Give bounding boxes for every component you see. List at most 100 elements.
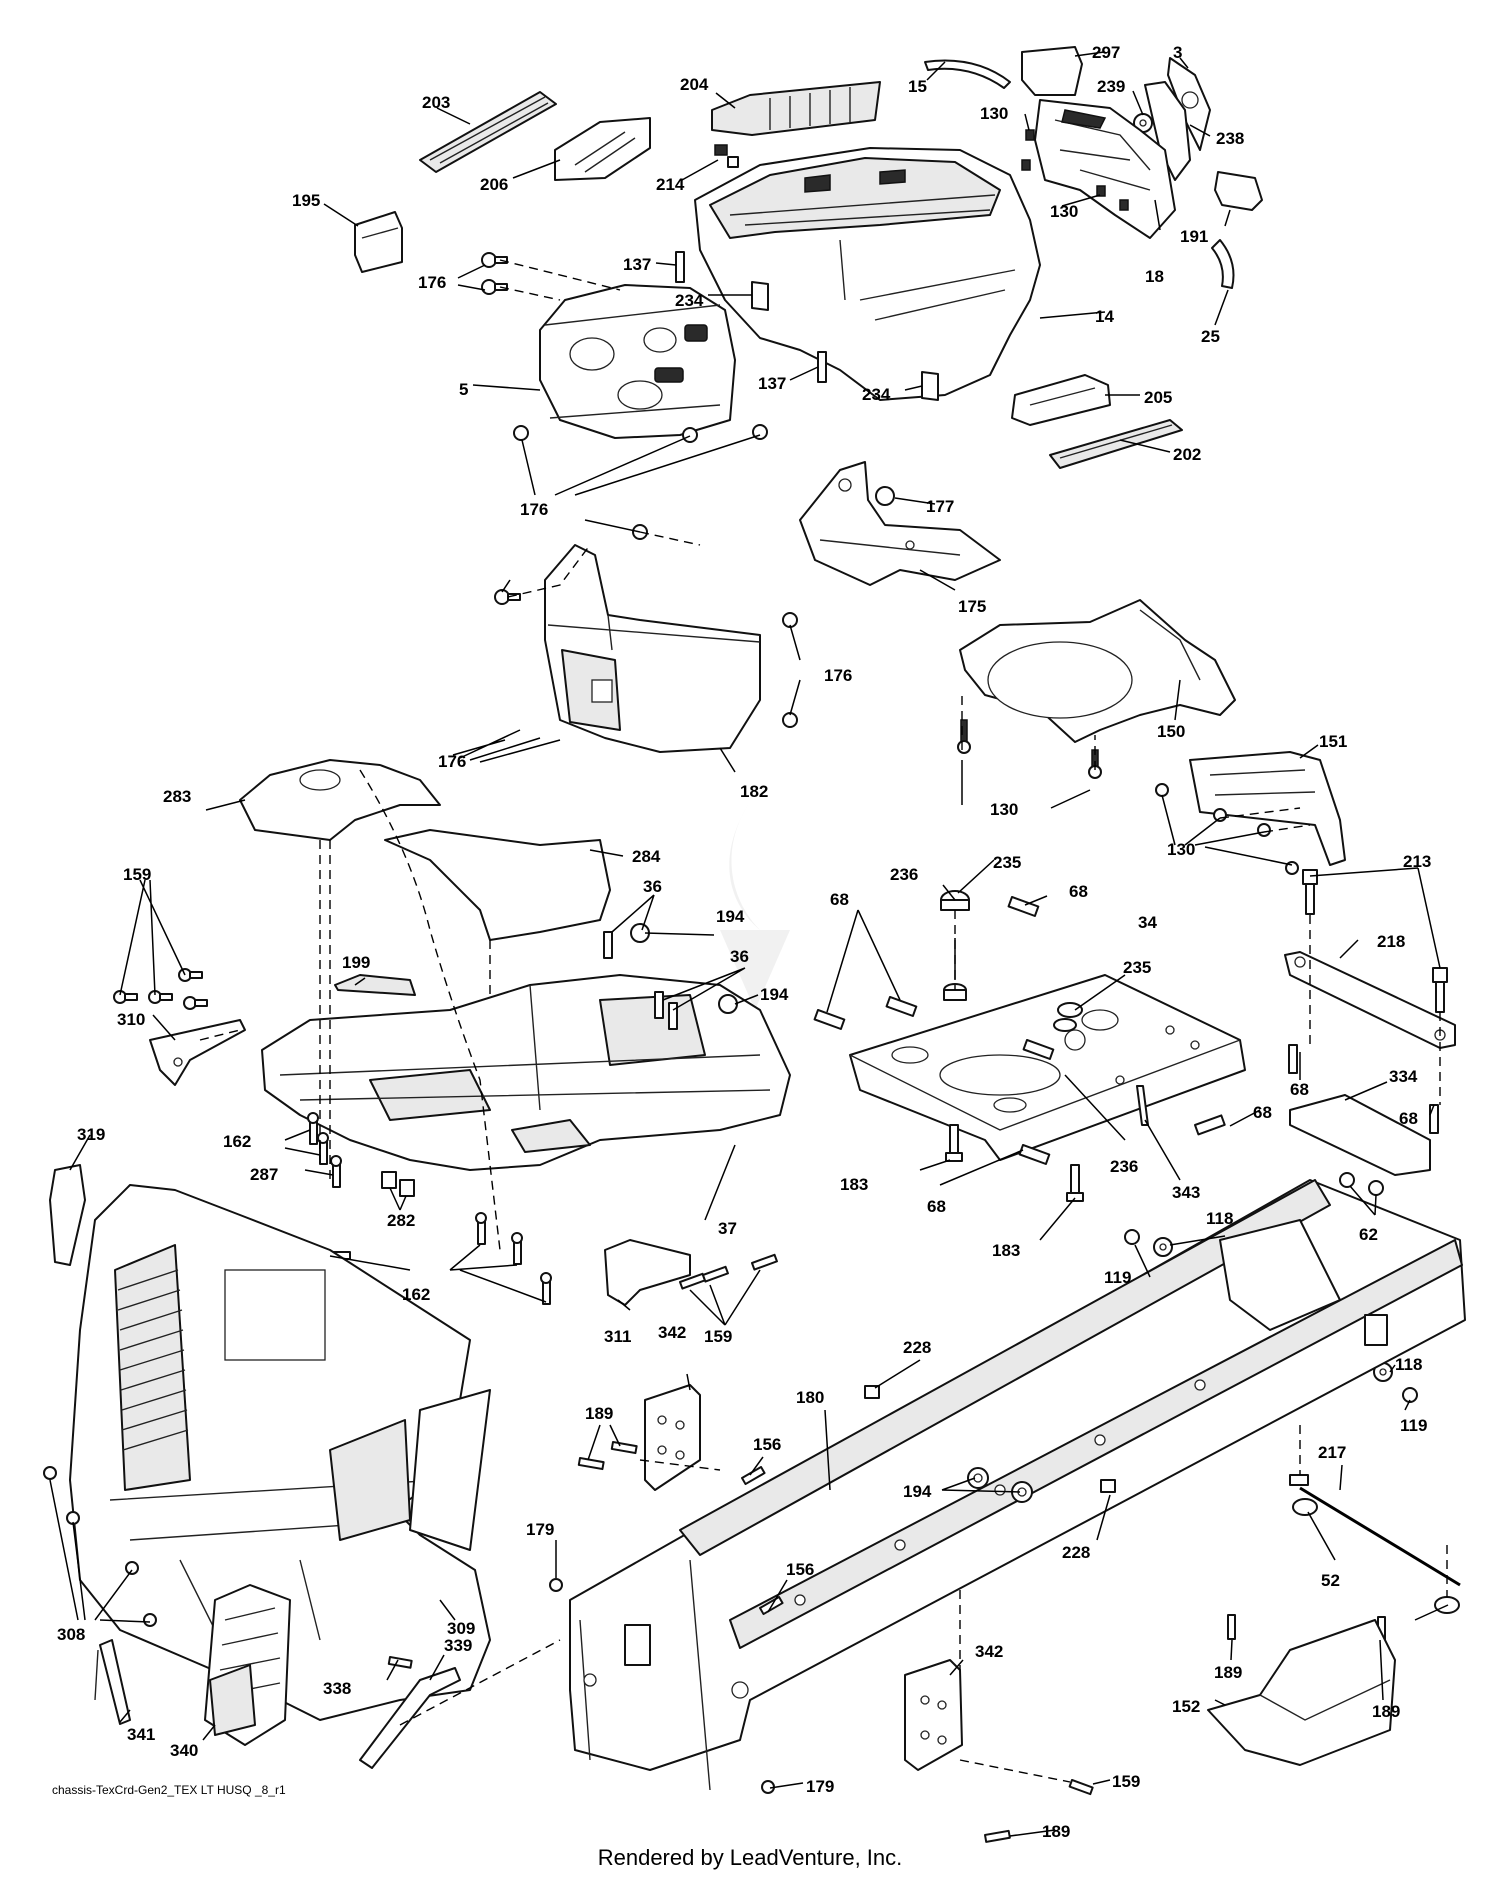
part-284-seat	[384, 829, 611, 941]
part-119-nuts	[1124, 1229, 1418, 1403]
part-297-cap	[1021, 46, 1083, 96]
callout-334: 334	[1389, 1067, 1418, 1086]
part-217-rod	[1289, 1474, 1461, 1587]
callout-68: 68	[1253, 1103, 1272, 1122]
callout-137: 137	[758, 374, 786, 393]
part-5-dash-panel	[539, 284, 736, 439]
callout-15: 15	[908, 77, 927, 96]
callout-282: 282	[387, 1211, 415, 1230]
callout-52: 52	[1321, 1571, 1340, 1590]
callout-162: 162	[402, 1285, 430, 1304]
part-342-plate-a	[644, 1384, 701, 1491]
part-195-cover	[354, 211, 403, 273]
callout-130: 130	[1050, 202, 1078, 221]
callout-159: 159	[123, 865, 151, 884]
part-14-hood	[694, 147, 1041, 401]
callout-68: 68	[1399, 1109, 1418, 1128]
callout-34: 34	[1138, 913, 1157, 932]
callout-176: 176	[824, 666, 852, 685]
callout-176: 176	[418, 273, 446, 292]
callout-194: 194	[903, 1482, 932, 1501]
callout-labels: 203 204 15 297 3 239 130 238 206 214 195…	[57, 43, 1431, 1841]
callout-308: 308	[57, 1625, 85, 1644]
callout-180: 180	[796, 1388, 824, 1407]
callout-206: 206	[480, 175, 508, 194]
drawing-code: chassis-TexCrd-Gen2_TEX LT HUSQ _8_r1	[52, 1783, 286, 1797]
callout-151: 151	[1319, 732, 1347, 751]
part-342-plate-b	[904, 1659, 963, 1771]
part-319-bracket	[49, 1164, 86, 1266]
callout-342: 342	[975, 1642, 1003, 1661]
part-191-cap	[1214, 171, 1263, 211]
part-338-screw	[387, 1656, 413, 1669]
callout-37: 37	[718, 1219, 737, 1238]
callout-36: 36	[730, 947, 749, 966]
callout-189: 189	[1372, 1702, 1400, 1721]
callout-342: 342	[658, 1323, 686, 1342]
leader-lines	[49, 51, 1449, 1837]
callout-341: 341	[127, 1725, 155, 1744]
callout-68: 68	[1069, 882, 1088, 901]
callout-119: 119	[1104, 1268, 1131, 1287]
callout-14: 14	[1095, 307, 1114, 326]
part-308-screws	[43, 1466, 157, 1627]
callout-183: 183	[992, 1241, 1020, 1260]
part-204-vent-grille	[711, 81, 881, 136]
part-234-pad-b	[921, 371, 939, 401]
callout-176: 176	[520, 500, 548, 519]
part-202-grille-strip	[1049, 419, 1183, 469]
callout-176: 176	[438, 752, 466, 771]
part-194-nuts-frame	[967, 1467, 1033, 1503]
callout-235: 235	[1123, 958, 1151, 977]
callout-68: 68	[927, 1197, 946, 1216]
part-341-spring	[94, 1639, 131, 1725]
callout-338: 338	[323, 1679, 351, 1698]
callout-25: 25	[1201, 327, 1220, 346]
callout-228: 228	[1062, 1543, 1090, 1562]
callout-283: 283	[163, 787, 191, 806]
callout-189: 189	[1042, 1822, 1070, 1841]
callout-183: 183	[840, 1175, 868, 1194]
callout-182: 182	[740, 782, 768, 801]
part-159-screws-310	[113, 968, 208, 1010]
part-309-front-grille	[69, 1184, 491, 1721]
part-282-clips	[381, 1171, 415, 1197]
part-177-clip	[875, 486, 895, 506]
callout-228: 228	[903, 1338, 931, 1357]
part-182-console-tower	[544, 544, 761, 753]
callout-310: 310	[117, 1010, 145, 1029]
part-159-screw-bottom	[1068, 1779, 1094, 1796]
part-228-studs	[864, 1385, 1116, 1493]
callout-152: 152	[1172, 1697, 1200, 1716]
callout-156: 156	[786, 1560, 814, 1579]
part-311-bracket	[604, 1239, 691, 1306]
callout-297: 297	[1092, 43, 1120, 62]
callout-205: 205	[1144, 388, 1172, 407]
callout-235: 235	[993, 853, 1021, 872]
callout-118: 118	[1206, 1209, 1233, 1228]
callout-130: 130	[1167, 840, 1195, 859]
part-150-fender-well	[959, 599, 1236, 743]
callout-119: 119	[1400, 1416, 1427, 1435]
callout-175: 175	[958, 597, 986, 616]
callout-236: 236	[890, 865, 918, 884]
part-214-clip	[714, 144, 739, 168]
callout-234: 234	[675, 291, 704, 310]
callout-284: 284	[632, 847, 661, 866]
part-310-bracket	[149, 1019, 246, 1086]
part-62-screws	[1339, 1172, 1384, 1196]
part-34-deck-plate	[849, 974, 1246, 1161]
callout-177: 177	[926, 497, 954, 516]
part-203-grille-strip	[419, 91, 557, 173]
callout-195: 195	[292, 191, 320, 210]
callout-287: 287	[250, 1165, 278, 1184]
callout-339: 339	[444, 1636, 472, 1655]
callout-189: 189	[1214, 1663, 1242, 1682]
callout-218: 218	[1377, 932, 1405, 951]
callout-130: 130	[980, 104, 1008, 123]
callout-18: 18	[1145, 267, 1164, 286]
callout-236: 236	[1110, 1157, 1138, 1176]
part-283-shroud	[239, 759, 441, 841]
part-183-bolts	[945, 1124, 1084, 1202]
callout-150: 150	[1157, 722, 1185, 741]
